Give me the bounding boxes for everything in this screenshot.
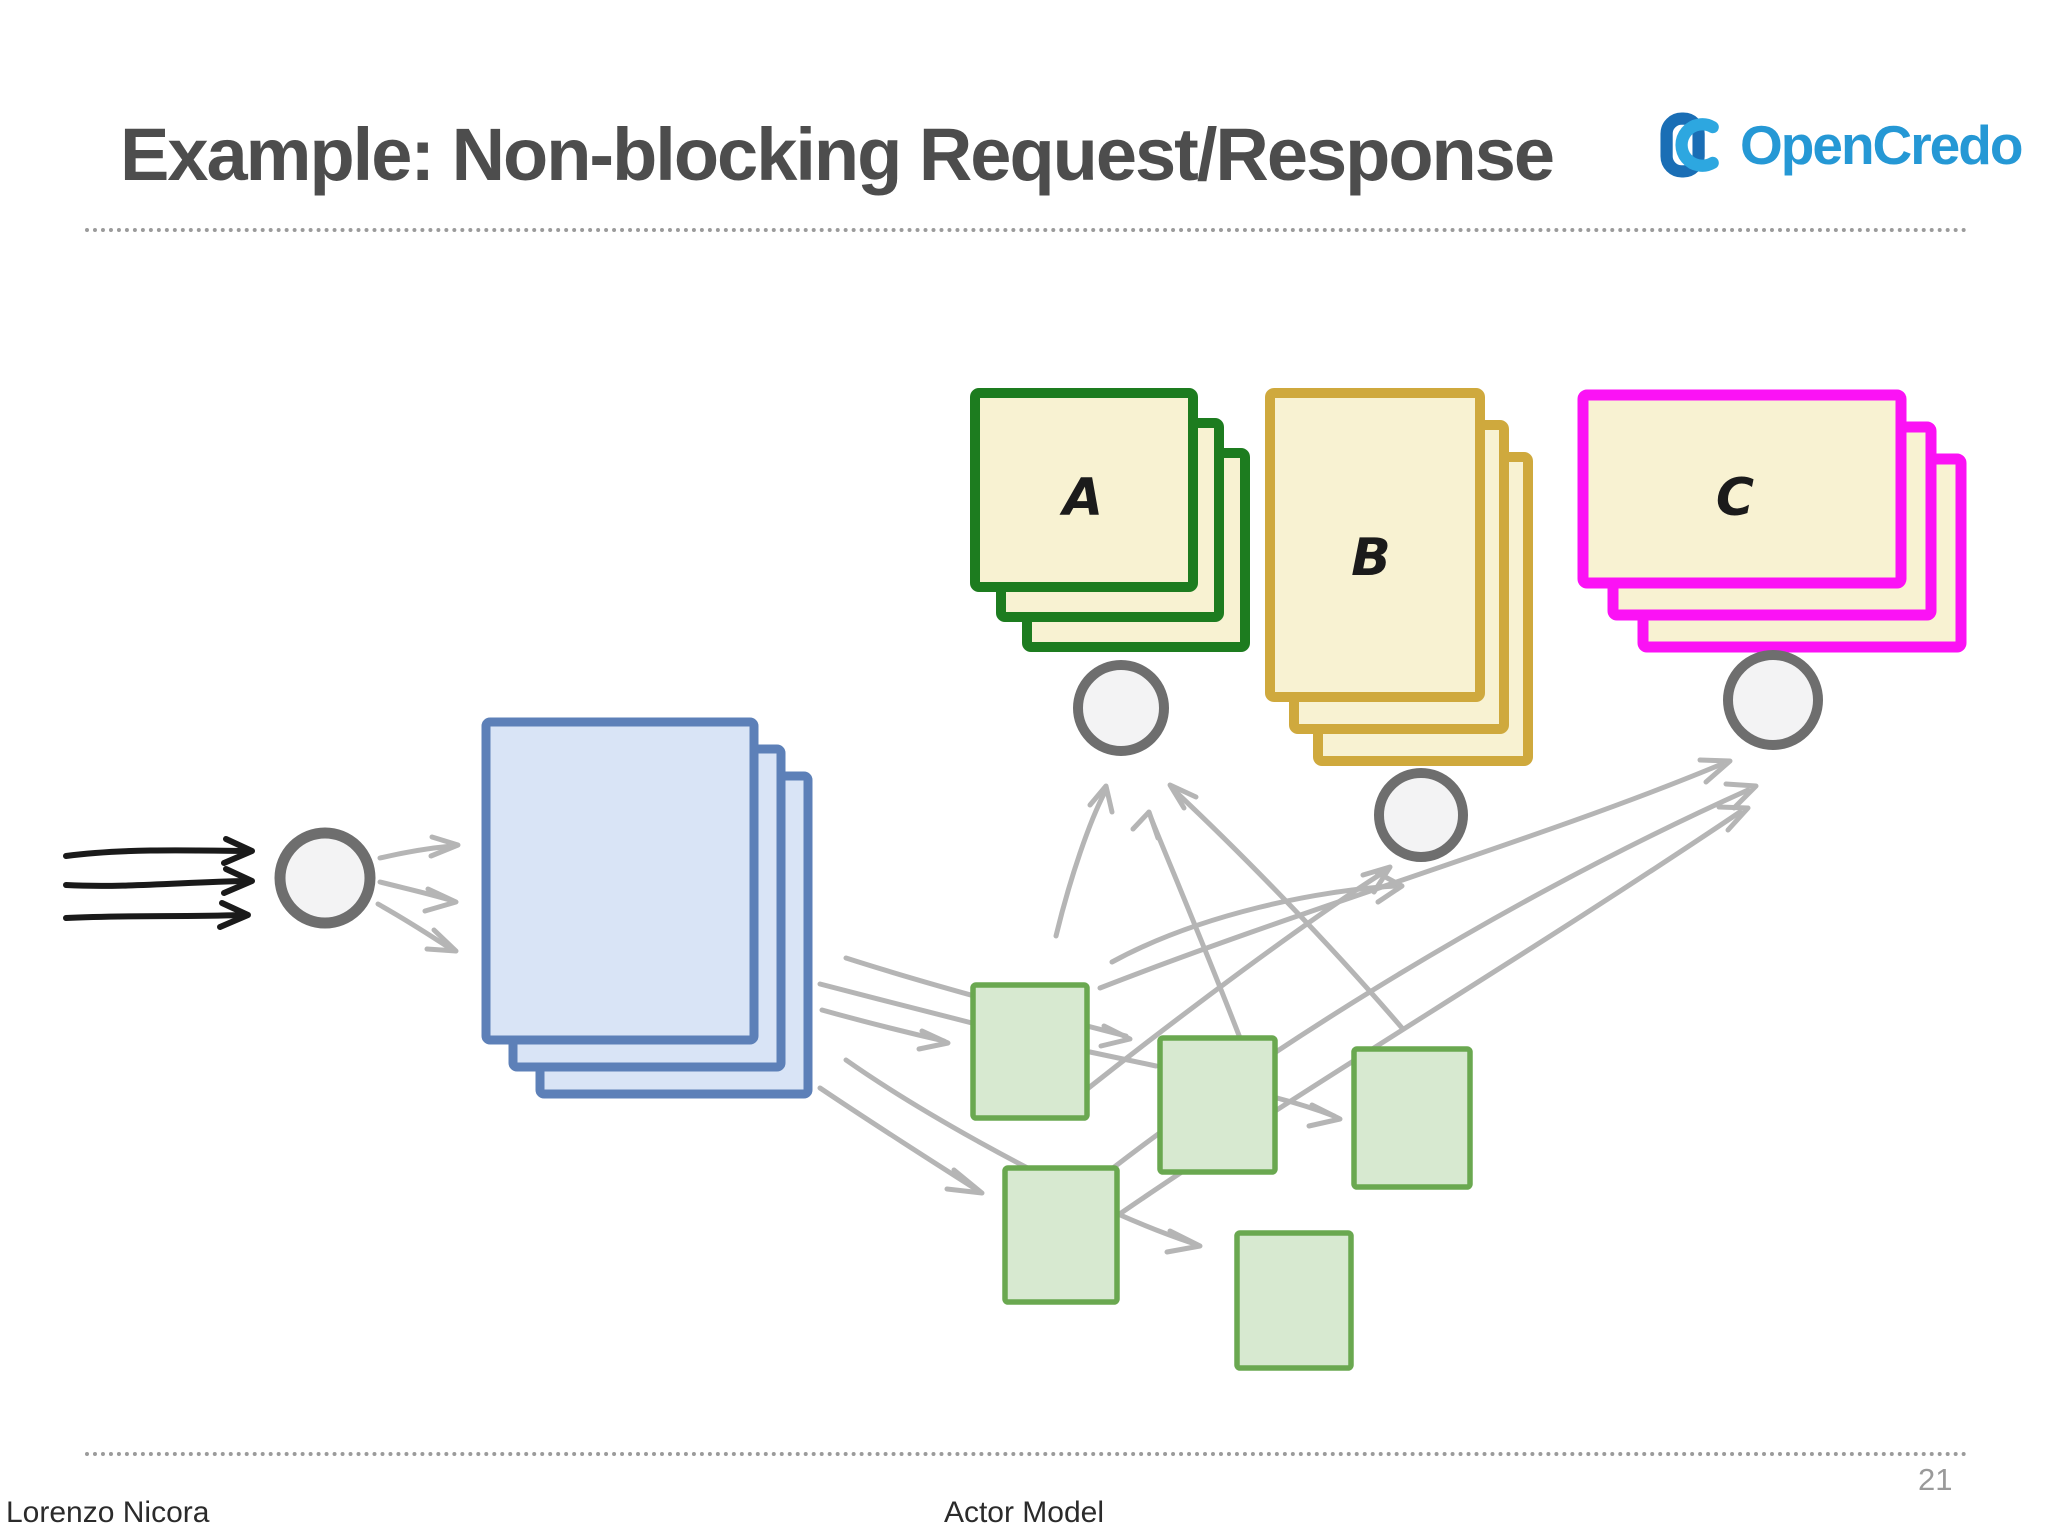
actor-c-label: C [1716,468,1754,528]
title-divider [85,228,1968,232]
message-square [1002,1165,1120,1305]
actor-b-label: B [1351,528,1391,588]
message-square [1157,1035,1278,1175]
footer-divider [85,1452,1968,1456]
actor-a-label: A [1059,468,1103,528]
opencredo-logo: OpenCredo [1660,110,2023,180]
entry-actor-circle [274,827,376,929]
router-stack [481,717,813,1099]
actor-a-stack: A [970,388,1250,652]
actor-circles [274,650,1823,929]
actor-b-stack: B [1265,388,1533,766]
message-square [970,982,1090,1121]
footer-topic: Actor Model [943,1496,1105,1529]
dispatch-arrows [375,834,461,954]
opencredo-wordmark: OpenCredo [1740,113,2023,176]
message-square [1351,1046,1473,1190]
opencredo-monogram-icon [1660,112,1719,178]
page-title: Example: Non-blocking Request/Response [120,113,1555,196]
incoming-request-arrows [63,836,255,930]
actor-c-circle [1723,650,1823,750]
message-squares [970,982,1473,1371]
message-square [1234,1230,1354,1371]
page-number: 21 [1918,1462,1953,1497]
actor-c-stack: C [1577,389,1967,653]
actor-a-circle [1073,660,1169,756]
response-arrows [1053,757,1759,1225]
message-flow-arrows [817,955,1343,1255]
footer-author: Lorenzo Nicora [6,1496,210,1529]
actor-b-circle [1374,768,1468,862]
